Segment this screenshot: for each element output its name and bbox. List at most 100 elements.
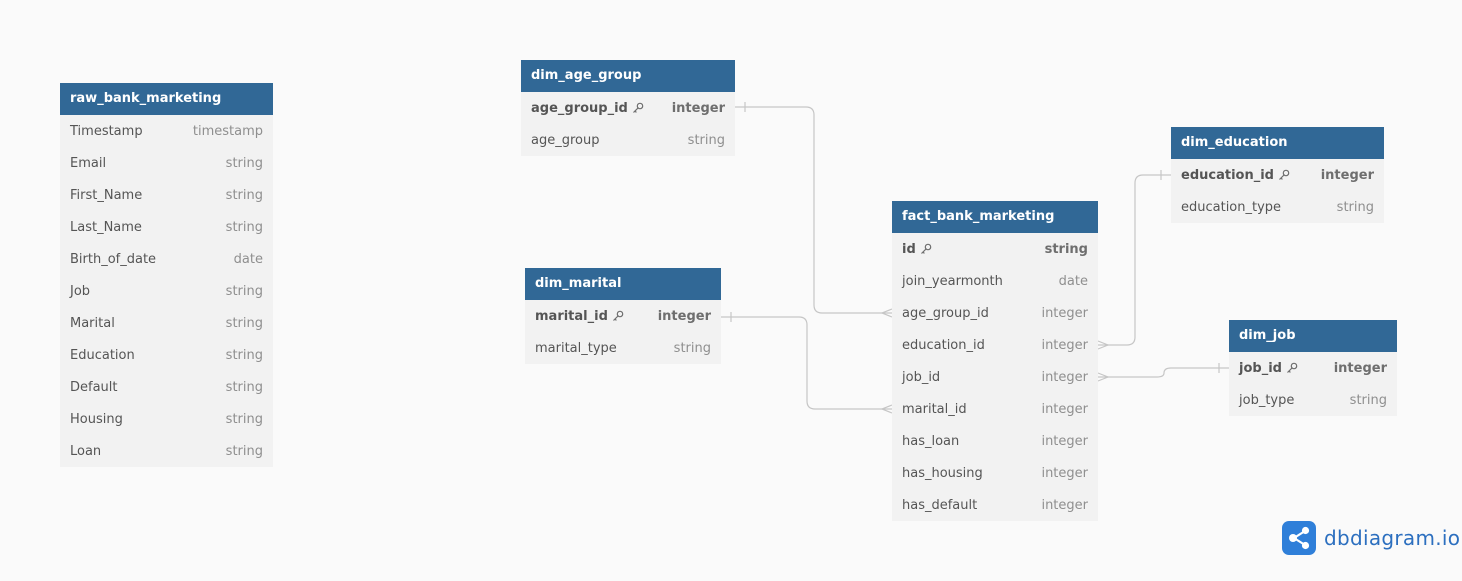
field-row-birth-of-date[interactable]: Birth_of_date date — [60, 243, 273, 275]
field-type: string — [225, 379, 263, 395]
field-type: string — [225, 315, 263, 331]
field-name-text: Birth_of_date — [70, 251, 157, 267]
field-name-text: id — [902, 241, 916, 257]
field-name: marital_type — [535, 341, 617, 356]
field-row-first-name[interactable]: First_Name string — [60, 179, 273, 211]
field-name: age_group_id — [902, 306, 989, 321]
rel-marital-line — [721, 316, 892, 410]
rel-marital-many-marker — [880, 404, 893, 414]
field-row-age-group-id[interactable]: age_group_id integer — [521, 92, 735, 124]
rel-age-group-many-marker — [880, 308, 893, 318]
field-type: string — [225, 187, 263, 203]
table-header[interactable]: raw_bank_marketing — [60, 83, 273, 115]
field-name: marital_id — [535, 309, 624, 324]
field-row-education-id[interactable]: education_id integer — [1171, 159, 1384, 191]
field-row-job-id[interactable]: job_id integer — [1229, 352, 1397, 384]
field-type: date — [233, 251, 263, 267]
field-row-age-group[interactable]: age_group string — [521, 124, 735, 156]
field-type: integer — [671, 100, 725, 116]
key-icon — [612, 310, 624, 321]
field-name-text: Job — [70, 283, 91, 299]
field-name-text: Marital — [70, 315, 115, 331]
field-type: string — [225, 283, 263, 299]
field-row-marital-id[interactable]: marital_id integer — [892, 393, 1098, 425]
field-row-education-id[interactable]: education_id integer — [892, 329, 1098, 361]
dbdiagram-brand[interactable]: dbdiagram.io — [1282, 521, 1460, 555]
field-type: integer — [1333, 360, 1387, 376]
table-header[interactable]: dim_job — [1229, 320, 1397, 352]
rel-education-many-marker — [1097, 340, 1110, 350]
field-name: job_id — [1239, 361, 1298, 376]
field-name-text: job_type — [1239, 392, 1295, 408]
table-header[interactable]: fact_bank_marketing — [892, 201, 1098, 233]
field-type: string — [687, 132, 725, 148]
table-dim-job[interactable]: dim_job job_id integer job_type string — [1229, 320, 1397, 416]
field-row-age-group-id[interactable]: age_group_id integer — [892, 297, 1098, 329]
field-name-text: Email — [70, 155, 107, 171]
key-icon — [1279, 169, 1290, 180]
field-name: Marital — [70, 316, 115, 331]
field-row-marital[interactable]: Marital string — [60, 307, 273, 339]
field-type: integer — [1041, 337, 1088, 353]
brand-text: dbdiagram.io — [1324, 526, 1461, 550]
field-type: integer — [657, 308, 711, 324]
rel-education-line — [1098, 174, 1171, 346]
field-type: timestamp — [192, 123, 263, 139]
field-type: string — [1349, 392, 1387, 408]
rel-age-group-line — [735, 106, 892, 314]
field-name-text: marital_id — [902, 401, 967, 417]
field-row-marital-id[interactable]: marital_id integer — [525, 300, 721, 332]
field-name-text: First_Name — [70, 187, 143, 203]
field-type: integer — [1041, 369, 1088, 385]
table-header[interactable]: dim_education — [1171, 127, 1384, 159]
table-dim-marital[interactable]: dim_marital marital_id integer marital_typ… — [525, 268, 721, 364]
field-type: integer — [1041, 401, 1088, 417]
table-header[interactable]: dim_marital — [525, 268, 721, 300]
field-name: has_default — [902, 498, 977, 513]
field-row-job-type[interactable]: job_type string — [1229, 384, 1397, 416]
key-icon — [920, 243, 932, 254]
key-icon — [632, 102, 644, 113]
field-row-job[interactable]: Job string — [60, 275, 273, 307]
field-name: job_type — [1239, 393, 1294, 408]
field-type: integer — [1320, 167, 1374, 183]
field-name-text: Education — [70, 347, 135, 363]
key-icon — [1287, 362, 1298, 373]
field-name: join_yearmonth — [902, 274, 1003, 289]
field-name: Email — [70, 156, 106, 171]
field-type: integer — [1041, 305, 1088, 321]
field-name-text: has_default — [902, 497, 978, 513]
field-name-text: Housing — [70, 411, 123, 427]
field-name: age_group — [531, 133, 599, 148]
field-name: age_group_id — [531, 101, 644, 116]
table-header[interactable]: dim_age_group — [521, 60, 735, 92]
field-name-text: Last_Name — [70, 219, 142, 235]
field-name: Education — [70, 348, 135, 363]
field-name-text: education_id — [1181, 167, 1274, 183]
field-name-text: education_id — [902, 337, 985, 353]
field-name-text: marital_type — [535, 340, 617, 356]
field-name: Loan — [70, 444, 101, 459]
field-name-text: age_group_id — [531, 100, 628, 116]
field-name: education_id — [902, 338, 985, 353]
